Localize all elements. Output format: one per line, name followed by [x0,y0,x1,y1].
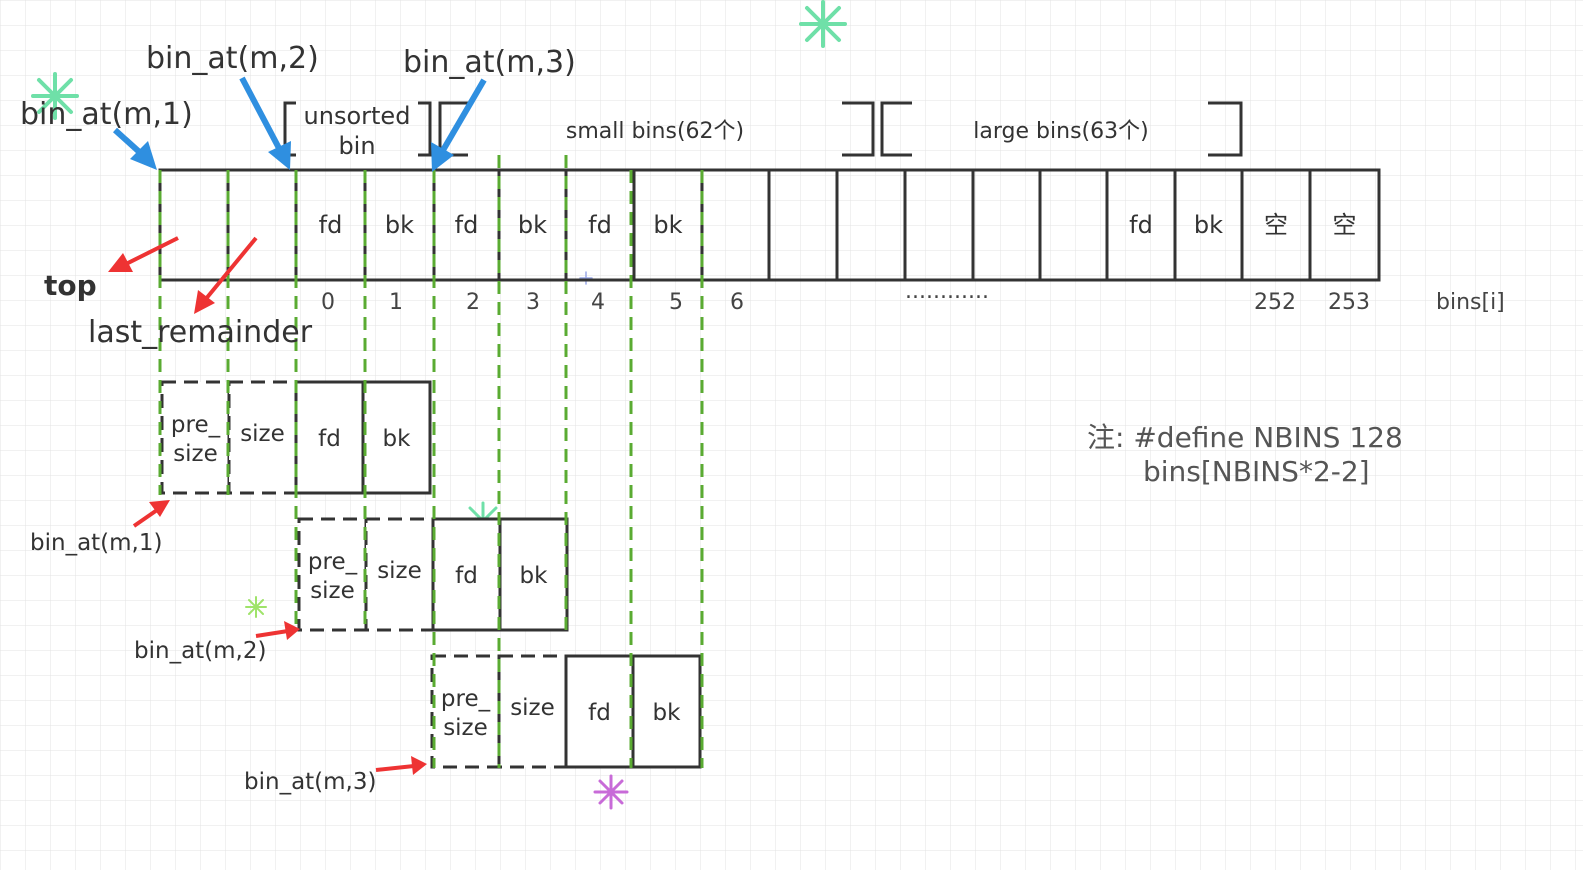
chunk-bk-text: bk [383,426,412,452]
note-line1: 注: #define NBINS 128 [1087,421,1403,454]
bin-cell-text: bk [653,211,682,239]
red-arrow-top [108,236,179,272]
chunk-pre-size-text-line2: size [443,715,488,741]
chunk-label-bin3: bin_at(m,3) [244,769,376,795]
index-5: 5 [669,290,683,315]
small-bins-label: small bins(62个) [566,119,744,144]
chunk-pre-size-text-line2: size [310,578,355,604]
chunk-size-text: size [240,421,285,447]
red-arrow-last-remainder [194,236,258,314]
snowflake-icon [593,774,629,810]
bin-cell-text: fd [319,211,343,239]
red-arrow-chunk3 [375,756,427,775]
snowflake-icon [799,0,847,48]
chunk-bk-cell [498,517,569,632]
chunk-size-text: size [377,558,422,584]
blue-arrow-bin1 [112,127,157,170]
bin-cell [1308,168,1381,282]
index-1: 1 [389,290,403,315]
chunk-size-cell [497,654,568,769]
index-4: 4 [591,290,605,315]
bin-cell-text: 空 [1264,211,1288,239]
large-bins-label: large bins(63个) [973,119,1148,144]
bin-cell-text: bk [385,211,414,239]
unsorted-bin-label-line2: bin [338,132,375,160]
blue-arrow-bin3 [431,78,487,172]
label-bin-at-2: bin_at(m,2) [146,41,319,76]
chunk-bk-cell [361,380,432,495]
index-252: 252 [1254,290,1296,315]
chunk-pre-size-text-line2: size [173,441,218,467]
chunk-pre-size-text-line1: pre_ [171,412,221,438]
large-bins-bracket [880,101,1243,157]
chunk-fd-text: fd [588,700,611,726]
bin-cell-text: bk [1194,211,1223,239]
bin-cell-text: bk [518,211,547,239]
snowflake-icon [245,596,267,618]
bin-cell-text: fd [1129,211,1153,239]
index-3: 3 [526,290,540,315]
label-bin-at-1: bin_at(m,1) [20,97,193,132]
chunk-size-text: size [510,695,555,721]
chunk-pre-size-text-line1: pre_ [308,549,358,575]
index-253: 253 [1328,290,1370,315]
chunk-bk-text: bk [653,700,682,726]
chunk-fd-text: fd [318,426,341,452]
top-label: top [44,269,97,302]
index-0: 0 [321,290,335,315]
chunk-fd-cell [294,380,365,495]
chunk-label-bin1: bin_at(m,1) [30,530,162,556]
chunk-bk-text: bk [520,563,549,589]
index-ellipsis: ............ [905,279,989,304]
chunk-pre-size-text-line1: pre_ [441,686,491,712]
guide-lines [158,155,704,768]
bin-cell-text: fd [588,211,612,239]
last-remainder-label: last_remainder [88,315,313,350]
index-2: 2 [466,290,480,315]
red-arrow-chunk2 [255,621,300,640]
label-bin-at-3: bin_at(m,3) [403,45,576,80]
bins-array-name: bins[i] [1436,290,1505,315]
chunk-prev-size-cell [297,517,368,632]
snowflake-icon [31,72,79,120]
red-arrow-chunk1 [132,500,170,528]
bins-array: fd bk fd bk fd bk fd bk 空 空 [158,168,1381,282]
chunk-fd-cell [564,654,635,769]
chunk-fd-text: fd [455,563,478,589]
chunk-size-cell [227,380,298,495]
chunk-label-bin2: bin_at(m,2) [134,638,266,664]
unsorted-bin-label-line1: unsorted [304,102,411,130]
chunk-prev-size-cell [160,380,231,495]
bin-cell-text: fd [455,211,479,239]
bin-cell-text: 空 [1333,211,1357,239]
index-6: 6 [730,290,744,315]
blue-arrow-bin2 [239,76,291,170]
snowflake-icon [579,271,593,285]
note-line2: bins[NBINS*2-2] [1143,455,1370,488]
chunk-bk-cell [631,654,702,769]
